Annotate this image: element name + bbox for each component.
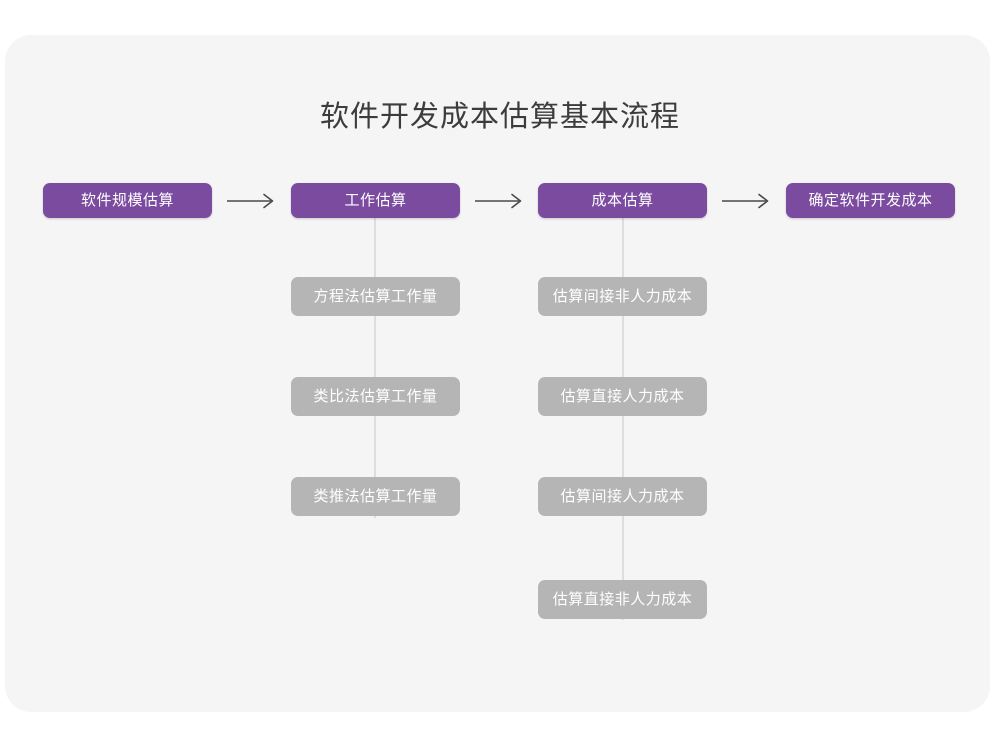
node-determine-development-cost[interactable]: 确定软件开发成本 <box>786 183 955 218</box>
arrow-right-icon <box>226 191 280 211</box>
node-direct-labor-cost[interactable]: 估算直接人力成本 <box>538 377 707 416</box>
node-work-estimation[interactable]: 工作估算 <box>291 183 460 218</box>
node-equation-method-effort[interactable]: 方程法估算工作量 <box>291 277 460 316</box>
page-title: 软件开发成本估算基本流程 <box>319 101 680 133</box>
connector-work-estimation-column <box>374 218 376 518</box>
node-software-scale-estimation[interactable]: 软件规模估算 <box>43 183 212 218</box>
node-cost-estimation[interactable]: 成本估算 <box>538 183 707 218</box>
node-inference-method-effort[interactable]: 类推法估算工作量 <box>291 477 460 516</box>
diagram-panel <box>5 35 990 712</box>
node-analogy-method-effort[interactable]: 类比法估算工作量 <box>291 377 460 416</box>
arrow-right-icon <box>474 191 528 211</box>
arrow-right-icon <box>721 191 775 211</box>
node-direct-nonlabor-cost[interactable]: 估算直接非人力成本 <box>538 580 707 619</box>
node-indirect-nonlabor-cost[interactable]: 估算间接非人力成本 <box>538 277 707 316</box>
node-indirect-labor-cost[interactable]: 估算间接人力成本 <box>538 477 707 516</box>
connector-cost-estimation-column <box>622 218 624 620</box>
